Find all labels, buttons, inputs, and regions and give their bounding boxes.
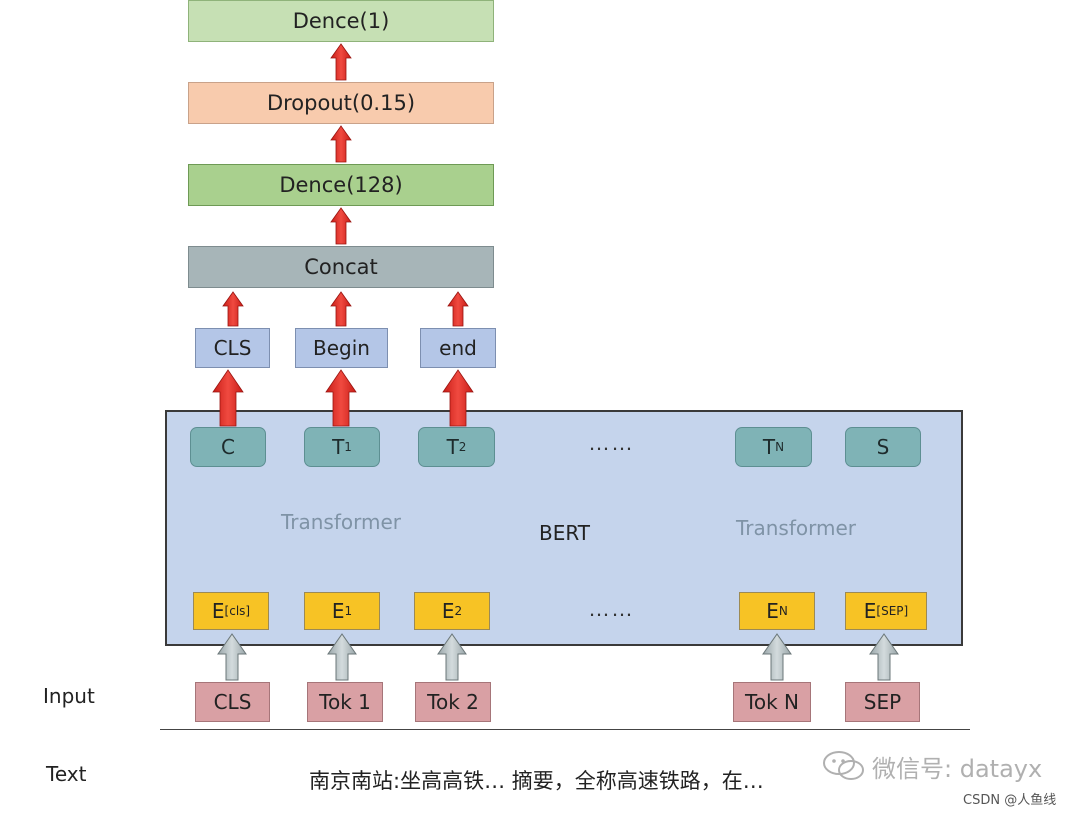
embedding-1-main: E (331, 599, 345, 623)
arrow-begin-to-concat (330, 291, 352, 327)
concat-label: Concat (304, 255, 378, 279)
text-content: 南京南站:坐高高铁… 摘要，全称高速铁路，在… (309, 769, 764, 793)
dense128-layer: Dence(128) (188, 164, 494, 206)
arrow-t2-to-end (442, 369, 474, 427)
arrow-c-to-cls (212, 369, 244, 427)
token-2-label: Tok 2 (427, 690, 479, 714)
feature-cls-label: CLS (213, 336, 252, 360)
arrow-token-sep-to-embedding (869, 633, 899, 681)
feature-cls: CLS (195, 328, 270, 368)
bert-label: BERT (539, 521, 591, 545)
dropout-label: Dropout(0.15) (266, 91, 416, 115)
output-c: C (190, 427, 266, 467)
wechat-icon (822, 748, 866, 784)
output-t1-sub: 1 (344, 440, 352, 454)
input-text-divider (160, 729, 970, 730)
arrow-dropout-to-dense1 (330, 43, 352, 81)
token-1: Tok 1 (307, 682, 383, 722)
output-c-main: C (221, 435, 235, 459)
token-cls-label: CLS (213, 690, 252, 714)
token-2: Tok 2 (415, 682, 491, 722)
token-n-label: Tok N (745, 690, 799, 714)
token-sep-label: SEP (863, 690, 902, 714)
bert-panel (165, 410, 963, 646)
output-t2-main: T (446, 435, 459, 459)
dense1-label: Dence(1) (292, 9, 390, 33)
arrow-dense128-to-dropout (330, 125, 352, 163)
output-s: S (845, 427, 921, 467)
arrow-token-cls-to-embedding (217, 633, 247, 681)
arrow-end-to-concat (447, 291, 469, 327)
input-label: Input (43, 684, 95, 708)
transformer-right-label: Transformer (736, 516, 857, 540)
embedding-2-sub: 2 (454, 604, 463, 618)
dropout-layer: Dropout(0.15) (188, 82, 494, 124)
embedding-cls: E[cls] (193, 592, 269, 630)
token-sep: SEP (845, 682, 920, 722)
transformer-left-label: Transformer (281, 510, 402, 534)
wechat-watermark: 微信号: datayx (822, 748, 1042, 784)
dense128-label: Dence(128) (279, 173, 403, 197)
feature-begin-label: Begin (313, 336, 370, 360)
embedding-cls-main: E (211, 599, 225, 623)
text-label: Text (46, 762, 87, 786)
token-cls: CLS (195, 682, 270, 722)
dense1-layer: Dence(1) (188, 0, 494, 42)
arrow-token-1-to-embedding (327, 633, 357, 681)
feature-begin: Begin (295, 328, 388, 368)
wechat-id-text: 微信号: datayx (872, 754, 1043, 783)
embedding-sep-sub: [SEP] (876, 604, 909, 618)
arrow-concat-to-dense128 (330, 207, 352, 245)
arrow-token-n-to-embedding (762, 633, 792, 681)
output-s-main: S (876, 435, 890, 459)
token-n: Tok N (733, 682, 811, 722)
output-tn-sub: N (775, 440, 785, 454)
embedding-n-sub: N (778, 604, 788, 618)
embedding-2-main: E (441, 599, 455, 623)
arrow-token-2-to-embedding (437, 633, 467, 681)
output-tn-main: T (762, 435, 776, 459)
csdn-watermark: CSDN @人鱼线 (963, 793, 1057, 808)
token-1-label: Tok 1 (319, 690, 371, 714)
embedding-sep: E[SEP] (845, 592, 927, 630)
embedding-cls-sub: [cls] (224, 604, 251, 618)
embedding-n-main: E (766, 599, 779, 623)
arrow-cls-to-concat (222, 291, 244, 327)
embedding-ellipsis: …… (588, 596, 634, 621)
output-t1-main: T (332, 435, 345, 459)
output-t2-sub: 2 (458, 440, 467, 454)
output-ellipsis: …… (588, 430, 634, 455)
concat-layer: Concat (188, 246, 494, 288)
feature-end-label: end (439, 336, 477, 360)
embedding-sep-main: E (863, 599, 877, 623)
embedding-1-sub: 1 (344, 604, 353, 618)
arrow-t1-to-begin (325, 369, 357, 427)
feature-end: end (420, 328, 496, 368)
